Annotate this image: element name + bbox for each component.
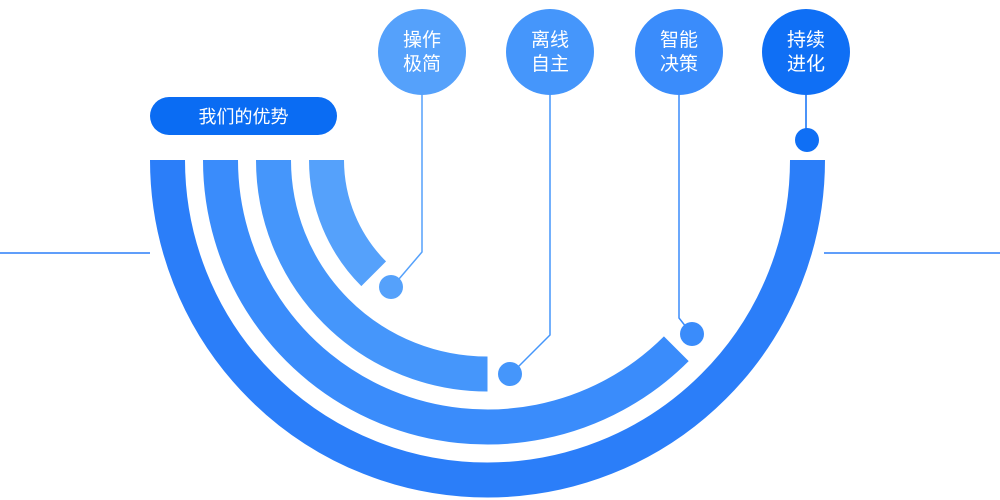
arc-third [256, 159, 488, 392]
bubble-line: 离线 [530, 29, 569, 51]
bubble-line: 极简 [402, 53, 441, 75]
advantage-bubble-offline: 离线 自主 [506, 9, 594, 95]
bubble-line: 决策 [659, 53, 698, 75]
bubble-line: 智能 [659, 29, 698, 51]
section-title-text: 我们的优势 [198, 107, 289, 128]
connector-3 [678, 95, 691, 333]
connector-2 [511, 95, 551, 374]
arc-inner [309, 159, 387, 287]
dot-4 [795, 128, 819, 152]
bubble-line: 自主 [530, 53, 569, 75]
advantage-bubble-decision: 智能 决策 [635, 9, 723, 95]
bubble-line: 持续 [786, 29, 825, 51]
dot-1 [379, 275, 403, 299]
advantage-bubble-evolution: 持续 进化 [762, 9, 850, 95]
bubble-line: 操作 [402, 29, 441, 51]
arc-outer [150, 159, 825, 498]
advantage-bubble-simple: 操作 极简 [378, 9, 466, 95]
bubble-line: 进化 [786, 53, 825, 75]
section-title: 我们的优势 [150, 97, 337, 135]
arc-second [203, 159, 689, 445]
dot-3 [680, 322, 704, 346]
connector-1 [392, 95, 423, 287]
dot-2 [498, 362, 522, 386]
